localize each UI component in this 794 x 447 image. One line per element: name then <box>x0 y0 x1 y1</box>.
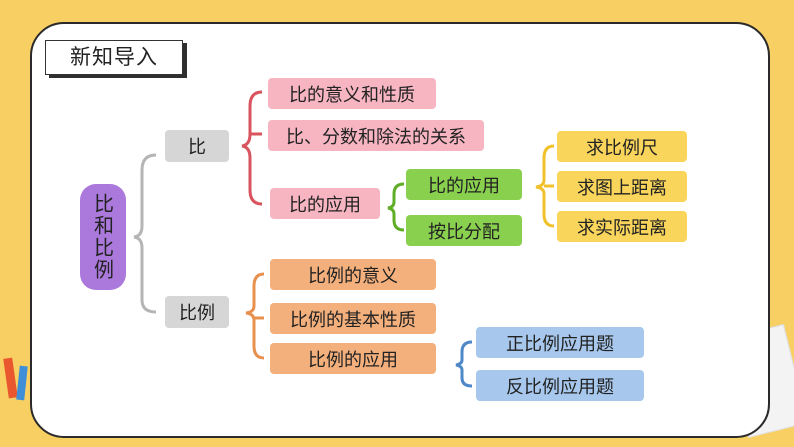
bili-application-node: 比例的应用 <box>270 343 436 374</box>
bi-fraction-division-node: 比、分数和除法的关系 <box>268 120 484 151</box>
bi-meaning-node: 比的意义和性质 <box>268 78 436 109</box>
bi-application-node: 比的应用 <box>270 188 380 219</box>
root-node: 比和比例 <box>80 184 126 290</box>
bi-node: 比 <box>165 130 229 162</box>
bili-node: 比例 <box>165 296 229 328</box>
bili-property-node: 比例的基本性质 <box>270 303 436 334</box>
scale-node: 求比例尺 <box>557 131 687 162</box>
section-tag: 新知导入 <box>45 40 183 75</box>
inverse-proportion-node: 反比例应用题 <box>476 370 644 401</box>
map-distance-node: 求图上距离 <box>557 171 687 202</box>
proportional-distribution-node: 按比分配 <box>406 215 522 246</box>
bi-application-sub-node: 比的应用 <box>406 169 522 200</box>
actual-distance-node: 求实际距离 <box>557 211 687 242</box>
bili-meaning-node: 比例的意义 <box>270 259 436 290</box>
direct-proportion-node: 正比例应用题 <box>476 327 644 358</box>
